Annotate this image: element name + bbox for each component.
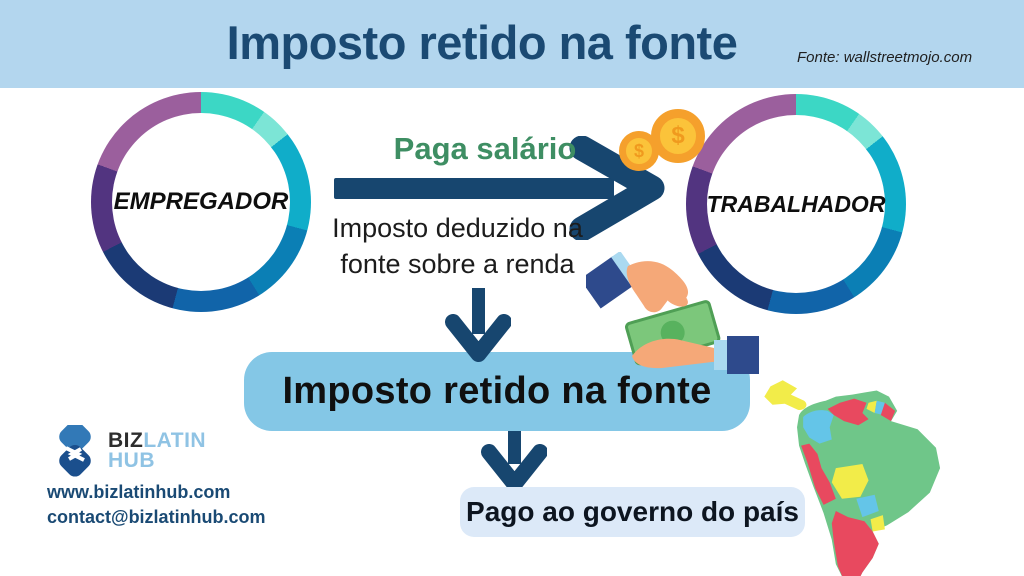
website-text: www.bizlatinhub.com xyxy=(47,482,231,502)
down-arrow-icon xyxy=(445,288,511,362)
right-arrow-icon xyxy=(334,136,665,240)
government-box-label: Pago ao governo do país xyxy=(466,496,799,527)
coin-large-icon: $ xyxy=(651,109,705,163)
wordmark-hub: HUB xyxy=(108,449,155,472)
deduction-note: Imposto deduzido na fonte sobre a renda xyxy=(300,211,615,282)
salary-arrow-label: Paga salário xyxy=(393,131,577,166)
bizlatinhub-wordmark: BIZLATIN HUB xyxy=(108,429,207,472)
employer-donut-ring: EMPREGADOR xyxy=(91,92,311,312)
source-note: Fonte: wallstreetmojo.com xyxy=(797,49,973,66)
worker-donut-ring: TRABALHADOR xyxy=(686,94,906,314)
coin-symbol: $ xyxy=(633,140,644,161)
deduction-line1: Imposto deduzido na xyxy=(332,213,583,243)
deduction-line2: fonte sobre a renda xyxy=(340,248,575,279)
withholding-box-label: Imposto retido na fonte xyxy=(282,370,712,412)
page-title: Imposto retido na fonte xyxy=(226,16,738,69)
employer-label: EMPREGADOR xyxy=(113,188,289,215)
money-hand-icon xyxy=(586,252,759,374)
coin-symbol: $ xyxy=(671,122,685,149)
worker-label: TRABALHADOR xyxy=(706,190,886,217)
wordmark-latin: LATIN xyxy=(143,429,207,452)
email-text: contact@bizlatinhub.com xyxy=(47,507,266,527)
header-band xyxy=(0,0,1024,88)
wordmark-biz: BIZ xyxy=(108,429,144,452)
government-box: Pago ao governo do país xyxy=(460,487,805,537)
south-america-map xyxy=(764,380,941,576)
bizlatinhub-logo-icon xyxy=(59,425,91,477)
